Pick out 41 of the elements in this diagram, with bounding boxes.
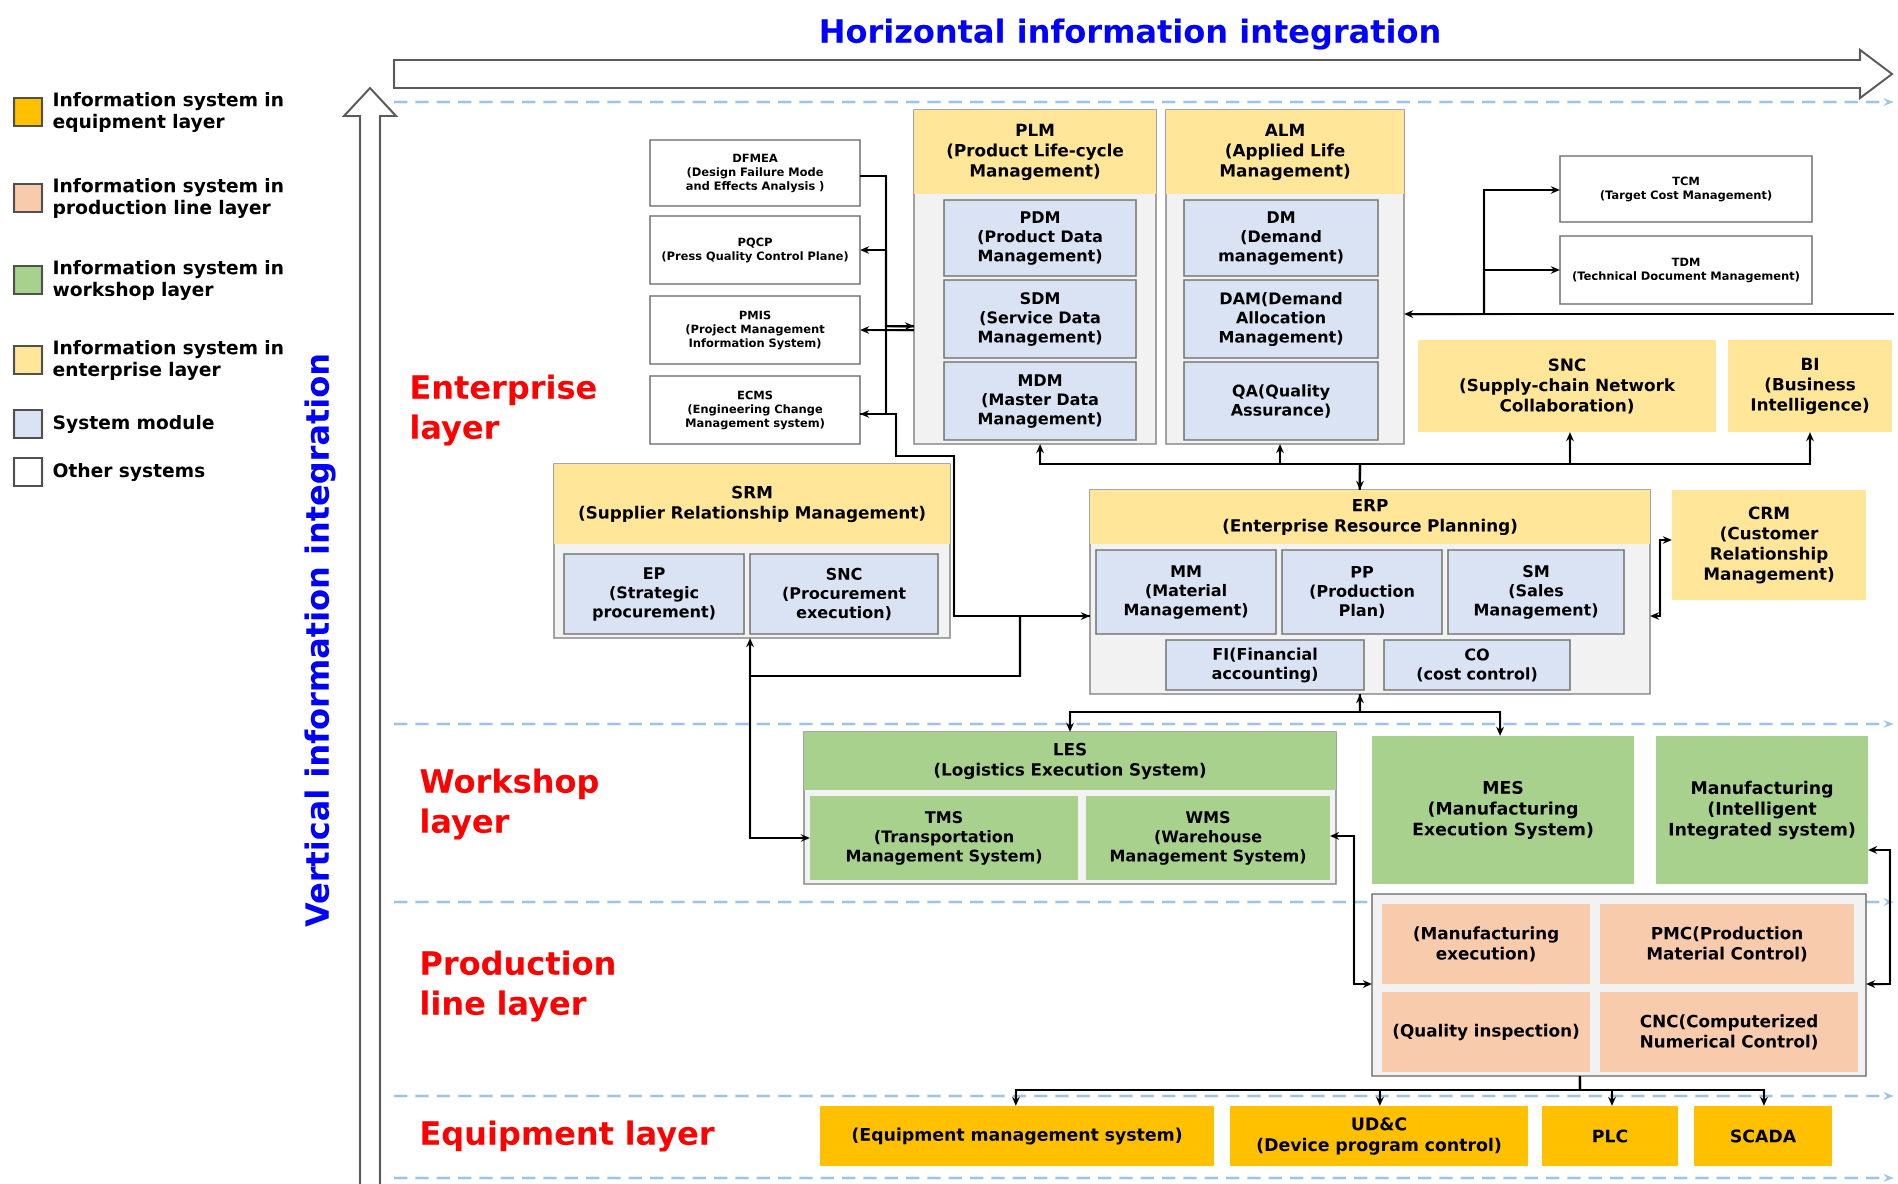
module-box: PMC(Production Material Control) [1600,904,1854,984]
system-box: SNC (Supply-chain Network Collaboration) [1418,340,1716,432]
legend-label: Information system in enterprise layer [53,339,283,380]
module-box: PDM (Product Data Management) [943,199,1137,277]
legend-label: Information system in production line layer [54,177,283,218]
layer-label: Enterprise layer [412,374,596,446]
system-box: (Equipment management system) [820,1106,1214,1166]
axis-label: Vertical information integration [304,355,336,927]
layer-label: Equipment layer [422,1120,715,1152]
system-box: SCADA [1694,1106,1832,1166]
module-box: SM (Sales Management) [1447,549,1625,635]
module-box: (Manufacturing execution) [1382,904,1590,984]
module-box: WMS (Warehouse Management System) [1086,796,1330,880]
module-box: SDM (Service Data Management) [943,279,1137,359]
system-box: CRM (Customer Relationship Management) [1672,490,1866,600]
layer-label: Production line layer [422,950,614,1022]
legend-label: System module [53,414,214,434]
module-box: EP (Strategic procurement) [563,553,745,635]
module-box: PP (Production Plan) [1281,549,1443,635]
system-box: MES (Manufacturing Execution System) [1372,736,1634,884]
system-box: Manufacturing (Intelligent Integrated system) [1656,736,1868,884]
module-box: CNC(Computerized Numerical Control) [1600,992,1858,1072]
legend-label: Information system in workshop layer [53,259,283,300]
module-box: MM (Material Management) [1095,549,1277,635]
system-box: PLC [1542,1106,1678,1166]
title: Horizontal information integration [821,18,1439,50]
module-box: FI(Financial accounting) [1165,639,1365,691]
connector [1482,265,1894,316]
legend-label: Other systems [53,462,205,482]
module-box: CO (cost control) [1383,639,1571,691]
module-box: SNC (Procurement execution) [749,553,939,635]
system-box: BI (Business Intelligence) [1728,340,1892,432]
legend-label: Information system in equipment layer [53,91,283,132]
module-box: DM (Demand management) [1183,199,1379,277]
module-box: TMS (Transportation Management System) [810,796,1078,880]
layer-label: Workshop layer [420,768,598,840]
module-box: MDM (Master Data Management) [943,361,1137,441]
module-box: QA(Quality Assurance) [1183,361,1379,441]
system-box: UD&C (Device program control) [1230,1106,1528,1166]
module-box: (Quality inspection) [1382,992,1590,1072]
module-box: DAM(Demand Allocation Management) [1183,279,1379,359]
